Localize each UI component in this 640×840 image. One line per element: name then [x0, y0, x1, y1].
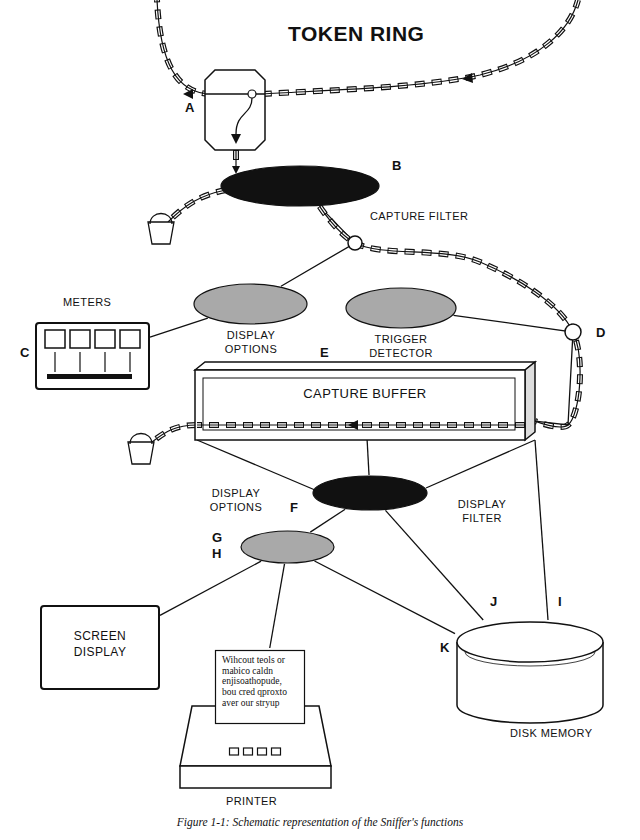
callout-letter: A [185, 100, 194, 115]
callout-letter: B [392, 158, 401, 173]
funnel-lines [197, 440, 548, 620]
meters-box: METERS [35, 322, 150, 390]
disk-outline [455, 620, 605, 725]
shape-label: DISPLAY FILTER [452, 497, 512, 526]
connector-line [281, 206, 355, 286]
discard-bucket [128, 425, 197, 464]
connector-stroke [367, 440, 369, 475]
display-options: DISPLAY OPTIONS [193, 283, 308, 325]
egrey-outline [193, 283, 308, 325]
discard-bucket [148, 190, 226, 244]
shape-label: METERS [63, 295, 111, 309]
connector-stroke [150, 318, 208, 337]
eblack-outline [312, 475, 428, 511]
callout-letter: G [212, 530, 222, 545]
connector-line [270, 564, 285, 648]
connector-line [150, 318, 208, 337]
egrey-outline [240, 530, 335, 564]
callout-letter: J [490, 594, 497, 609]
capture-filter: CAPTURE FILTER [220, 165, 380, 207]
callout-letter: H [212, 546, 221, 561]
callout-letter: E [320, 345, 329, 360]
junction [348, 236, 362, 250]
meters-outline [35, 322, 150, 390]
shape-label: TRIGGER DETECTOR [363, 332, 439, 361]
shape-label: DISK MEMORY [510, 726, 592, 740]
callout-letter: D [596, 325, 605, 340]
connector-stroke [385, 510, 483, 620]
box-text: CAPTURE BUFFER [303, 386, 426, 403]
connector-stroke [310, 509, 345, 532]
callout-letter: K [440, 640, 449, 655]
shape-label: DISPLAY OPTIONS [215, 328, 287, 357]
connector-line [385, 510, 483, 620]
display-filter: DISPLAY FILTER [312, 475, 428, 511]
printer: PRINTER Wihcout teols or mabico caldn enj… [178, 648, 333, 810]
shape-label: DISPLAY OPTIONS [200, 486, 272, 515]
egrey-outline [345, 287, 457, 329]
connector-stroke [281, 206, 355, 286]
callout-letter: I [558, 594, 562, 609]
connector-line [315, 561, 455, 634]
trigger-detector: TRIGGER DETECTOR [345, 287, 457, 329]
display-options: DISPLAY OPTIONS [240, 530, 335, 564]
screen-display: SCREEN DISPLAY [40, 605, 160, 690]
box-text: SCREEN DISPLAY [64, 629, 136, 660]
connector-line [367, 440, 369, 475]
callout-letter: F [290, 500, 298, 515]
disk-memory: DISK MEMORY [455, 620, 605, 725]
connector-line [310, 509, 345, 532]
shape-label: CAPTURE FILTER [370, 209, 468, 223]
shape-label: PRINTER [226, 794, 277, 808]
connector-stroke [315, 561, 455, 634]
connector-stroke [160, 561, 261, 615]
eblack-outline [220, 165, 380, 207]
callout-letter: C [20, 345, 29, 360]
figure-caption: Figure 1-1: Schematic representation of … [0, 816, 640, 828]
connector-line [160, 561, 261, 615]
box-text: Wihcout teols or mabico caldn enjisoatho… [222, 655, 298, 708]
printout-paper: Wihcout teols or mabico caldn enjisoatho… [215, 650, 305, 724]
connector-stroke [270, 564, 285, 648]
ring-tap [205, 70, 265, 174]
capture-buffer: CAPTURE BUFFER [195, 362, 535, 440]
junction [565, 324, 581, 340]
diagram-title: TOKEN RING [288, 22, 424, 46]
